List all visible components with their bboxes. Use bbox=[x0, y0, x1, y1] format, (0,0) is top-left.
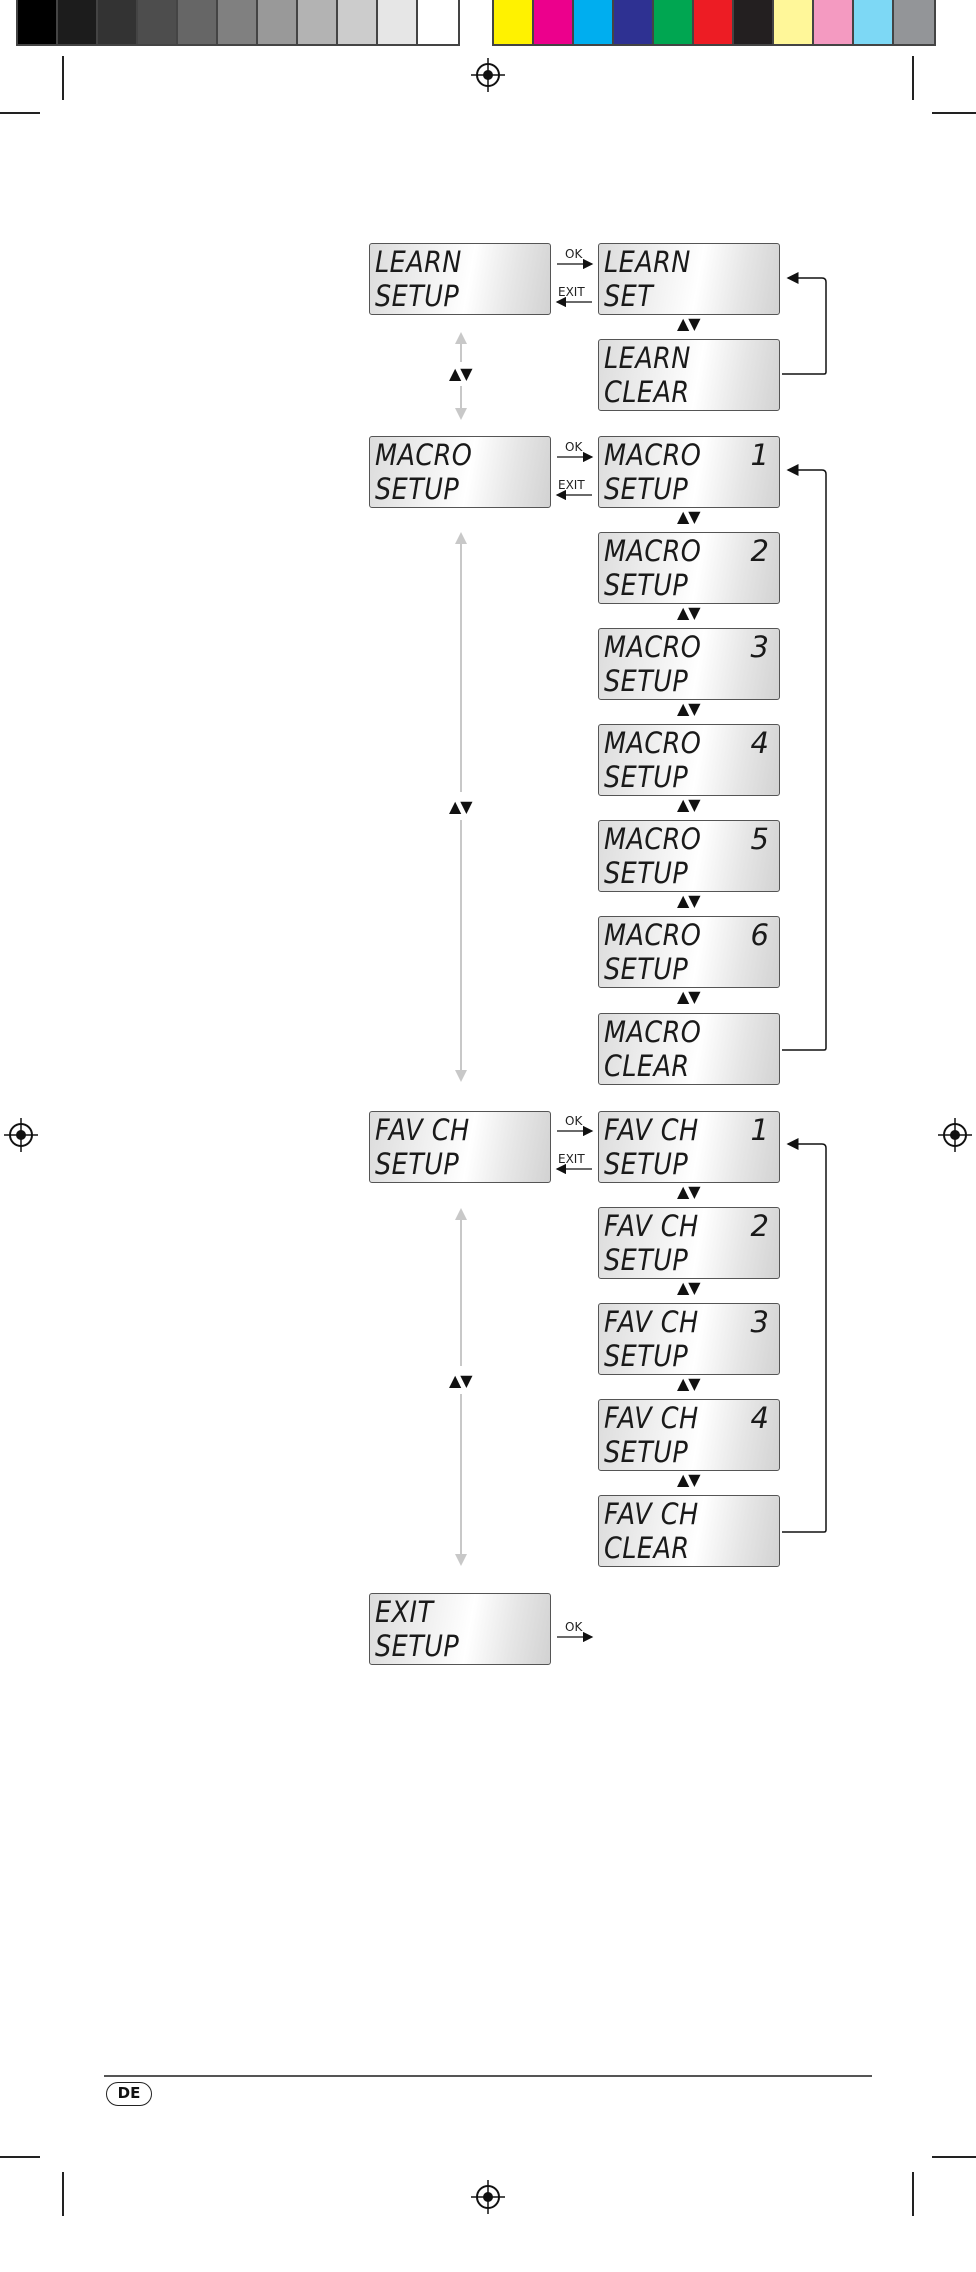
up-down-icon: ▲▼ bbox=[677, 795, 701, 814]
footer-rule bbox=[104, 2075, 872, 2077]
lcd-fav-setup: FAV CH SETUP bbox=[369, 1111, 551, 1183]
gray-swatch-2 bbox=[58, 0, 98, 44]
up-down-icon: ▲▼ bbox=[449, 1371, 473, 1390]
color-swatch-1 bbox=[494, 0, 534, 44]
up-down-icon: ▲▼ bbox=[449, 797, 473, 816]
language-badge: DE bbox=[106, 2082, 152, 2106]
gray-swatch-10 bbox=[378, 0, 418, 44]
gray-swatch-8 bbox=[298, 0, 338, 44]
lcd-macro-1: MACRO 1 SETUP bbox=[598, 436, 780, 508]
gray-swatch-6 bbox=[218, 0, 258, 44]
process-color-bar bbox=[492, 0, 936, 46]
up-down-icon: ▲▼ bbox=[677, 1470, 701, 1489]
lcd-learn-setup: LEARN SETUP bbox=[369, 243, 551, 315]
exit-label: EXIT bbox=[558, 285, 585, 299]
exit-label: EXIT bbox=[558, 478, 585, 492]
lcd-fav-3: FAV CH 3 SETUP bbox=[598, 1303, 780, 1375]
crop-mark bbox=[912, 56, 914, 100]
lcd-macro-setup: MACRO SETUP bbox=[369, 436, 551, 508]
crop-mark bbox=[912, 2172, 914, 2216]
lcd-learn-clear: LEARN CLEAR bbox=[598, 339, 780, 411]
up-down-icon: ▲▼ bbox=[677, 1278, 701, 1297]
fav-loop-line bbox=[782, 1138, 827, 1533]
macro-loop-line bbox=[782, 464, 827, 1051]
color-swatch-5 bbox=[654, 0, 694, 44]
lcd-fav-clear: FAV CH CLEAR bbox=[598, 1495, 780, 1567]
crop-mark bbox=[0, 112, 40, 114]
up-down-icon: ▲▼ bbox=[677, 507, 701, 526]
ok-label: OK bbox=[565, 1114, 583, 1128]
color-swatch-8 bbox=[774, 0, 814, 44]
color-swatch-2 bbox=[534, 0, 574, 44]
grayscale-color-bar bbox=[16, 0, 460, 46]
up-down-icon: ▲▼ bbox=[677, 1182, 701, 1201]
crop-mark bbox=[932, 2156, 976, 2158]
color-swatch-7 bbox=[734, 0, 774, 44]
gray-swatch-4 bbox=[138, 0, 178, 44]
lcd-macro-3: MACRO 3 SETUP bbox=[598, 628, 780, 700]
ok-label: OK bbox=[565, 1620, 583, 1634]
color-swatch-4 bbox=[614, 0, 654, 44]
up-down-icon: ▲▼ bbox=[677, 603, 701, 622]
up-down-icon: ▲▼ bbox=[677, 987, 701, 1006]
lcd-fav-1: FAV CH 1 SETUP bbox=[598, 1111, 780, 1183]
lcd-fav-4: FAV CH 4 SETUP bbox=[598, 1399, 780, 1471]
color-swatch-6 bbox=[694, 0, 734, 44]
color-swatch-10 bbox=[854, 0, 894, 44]
up-down-icon: ▲▼ bbox=[677, 314, 701, 333]
gray-swatch-9 bbox=[338, 0, 378, 44]
crop-mark bbox=[62, 56, 64, 100]
lcd-macro-5: MACRO 5 SETUP bbox=[598, 820, 780, 892]
lcd-macro-4: MACRO 4 SETUP bbox=[598, 724, 780, 796]
registration-mark-icon bbox=[471, 2180, 505, 2214]
lcd-macro-clear: MACRO CLEAR bbox=[598, 1013, 780, 1085]
color-swatch-3 bbox=[574, 0, 614, 44]
color-swatch-9 bbox=[814, 0, 854, 44]
gray-swatch-11 bbox=[418, 0, 458, 44]
up-down-icon: ▲▼ bbox=[449, 364, 473, 383]
crop-mark bbox=[0, 2156, 40, 2158]
up-down-icon: ▲▼ bbox=[677, 699, 701, 718]
registration-mark-icon bbox=[4, 1118, 38, 1152]
ok-label: OK bbox=[565, 440, 583, 454]
color-swatch-11 bbox=[894, 0, 934, 44]
lcd-macro-2: MACRO 2 SETUP bbox=[598, 532, 780, 604]
up-down-icon: ▲▼ bbox=[677, 891, 701, 910]
registration-mark-icon bbox=[938, 1118, 972, 1152]
gray-swatch-7 bbox=[258, 0, 298, 44]
lcd-macro-6: MACRO 6 SETUP bbox=[598, 916, 780, 988]
lcd-exit-setup: EXIT SETUP bbox=[369, 1593, 551, 1665]
crop-mark bbox=[932, 112, 976, 114]
learn-loop-line bbox=[782, 272, 827, 375]
exit-label: EXIT bbox=[558, 1152, 585, 1166]
up-down-icon: ▲▼ bbox=[677, 1374, 701, 1393]
gray-swatch-5 bbox=[178, 0, 218, 44]
gray-swatch-3 bbox=[98, 0, 138, 44]
gray-swatch-1 bbox=[18, 0, 58, 44]
lcd-fav-2: FAV CH 2 SETUP bbox=[598, 1207, 780, 1279]
registration-mark-icon bbox=[471, 58, 505, 92]
crop-mark bbox=[62, 2172, 64, 2216]
ok-label: OK bbox=[565, 247, 583, 261]
lcd-learn-set: LEARN SET bbox=[598, 243, 780, 315]
